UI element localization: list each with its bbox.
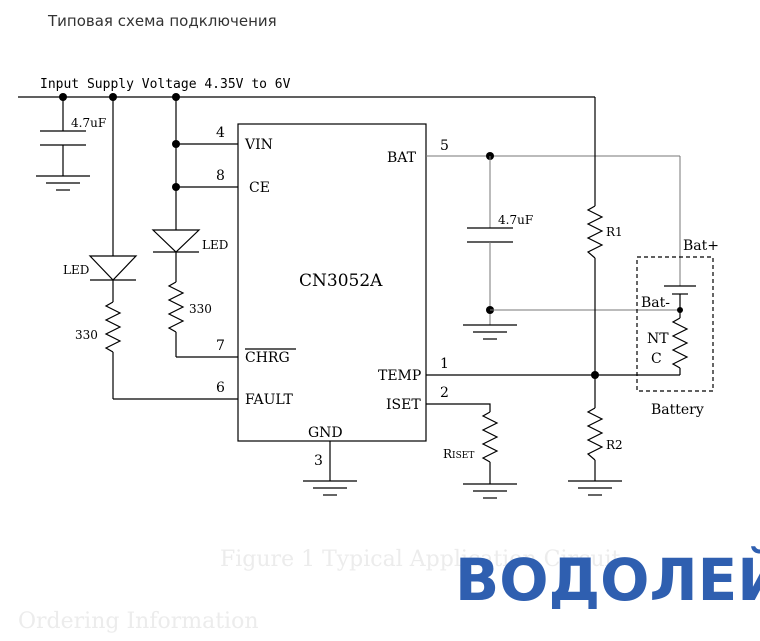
- battery-plus-label: Bat+: [683, 238, 719, 254]
- battery-pack-outline: [636, 256, 714, 392]
- chrg-resistor-label: 330: [189, 302, 212, 316]
- ntc-label-top: NT: [647, 331, 669, 347]
- r2-resistor: [586, 375, 604, 481]
- battery-minus-label: Bat-: [641, 295, 670, 311]
- output-capacitor: [467, 156, 680, 325]
- chip-name: CN3052A: [299, 271, 383, 291]
- chip-body: [237, 123, 427, 442]
- pin-ce-label: CE: [249, 180, 270, 196]
- fault-led-branch: [88, 97, 238, 400]
- pin-gnd-number: 3: [314, 453, 323, 469]
- fault-resistor-label: 330: [75, 328, 98, 342]
- pin-fault-label: FAULT: [245, 392, 294, 408]
- supply-rail: [18, 93, 595, 101]
- vodoley-logo: ВОДОЛЕЙ: [455, 545, 760, 614]
- faded-heading: Ordering Information: [18, 609, 259, 634]
- chrg-led-branch: [151, 97, 238, 358]
- ground-symbol-r2: [568, 480, 622, 496]
- pin-vin-number: 4: [216, 125, 225, 141]
- pin-gnd-label: GND: [308, 425, 343, 441]
- ntc-thermistor: [671, 310, 689, 375]
- pin-iset-label: ISET: [386, 397, 421, 413]
- ground-symbol-output: [463, 324, 517, 340]
- battery-label: Battery: [651, 402, 704, 418]
- riset-label: RISET: [443, 447, 474, 461]
- pin-temp-label: TEMP: [378, 368, 421, 384]
- ground-symbol-riset: [463, 483, 517, 499]
- page-heading: Типовая схема подключения: [48, 12, 277, 30]
- input-capacitor: [40, 97, 86, 176]
- pin-fault-number: 6: [216, 380, 225, 396]
- temp-net: [426, 371, 680, 379]
- pin-chrg-number: 7: [216, 338, 225, 354]
- ground-symbol-input: [36, 175, 90, 191]
- ground-symbol-chip: [303, 441, 357, 496]
- faded-caption: Figure 1 Typical Application Circuit: [220, 547, 621, 572]
- r1-resistor: [586, 97, 604, 375]
- pin-temp-number: 1: [440, 356, 449, 372]
- pin-iset-number: 2: [440, 385, 449, 401]
- supply-voltage-label: Input Supply Voltage 4.35V to 6V: [40, 77, 291, 92]
- input-capacitor-label: 4.7uF: [71, 116, 106, 130]
- output-capacitor-label: 4.7uF: [498, 213, 533, 227]
- chrg-led-label: LED: [202, 238, 228, 252]
- pin-vin-label: VIN: [244, 137, 273, 153]
- r1-label: R1: [606, 225, 623, 239]
- pin-ce-number: 8: [216, 168, 225, 184]
- pin-bat-label: BAT: [387, 150, 417, 166]
- ntc-label-bottom: C: [651, 351, 662, 367]
- bat-net: [426, 152, 681, 286]
- pin-chrg-label: CHRG: [245, 350, 290, 366]
- pin-bat-number: 5: [440, 138, 449, 154]
- fault-led-label: LED: [63, 263, 89, 277]
- r2-label: R2: [606, 438, 623, 452]
- riset-resistor: [426, 403, 499, 484]
